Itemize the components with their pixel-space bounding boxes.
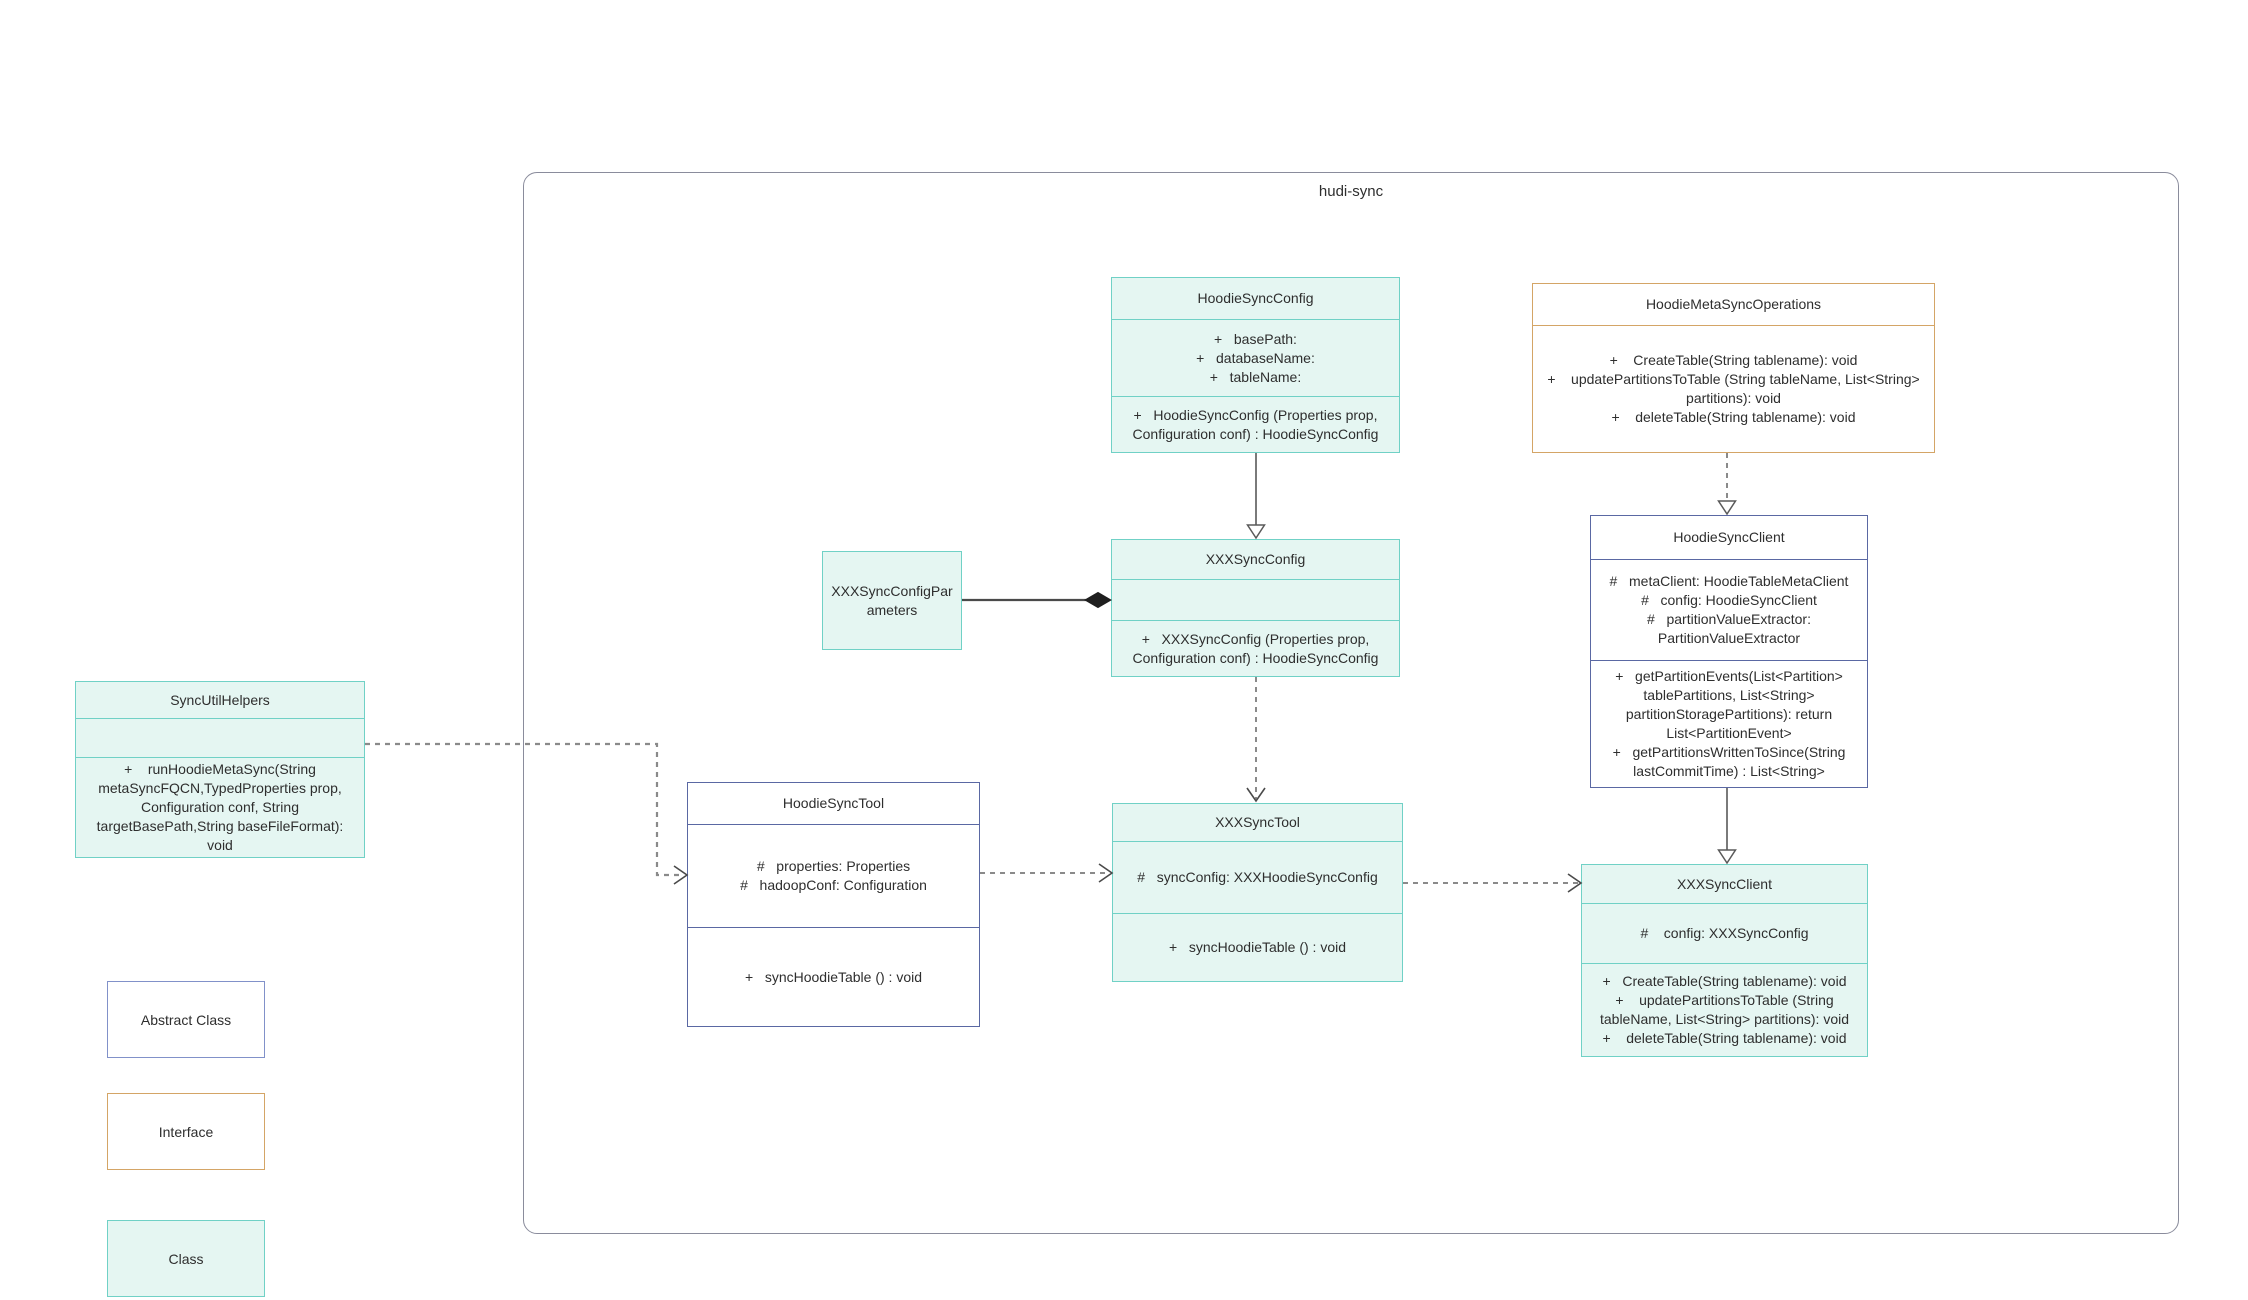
- class-attributes: # syncConfig: XXXHoodieSyncConfig: [1113, 841, 1402, 913]
- attribute-line: # hadoopConf: Configuration: [740, 877, 927, 893]
- attribute-line: # partitionValueExtractor: PartitionValu…: [1647, 611, 1815, 646]
- attribute-line: + basePath:: [1214, 330, 1297, 347]
- method-line: + syncHoodieTable () : void: [744, 968, 923, 985]
- legend-interface: Interface: [107, 1093, 265, 1170]
- method-line: + deleteTable(String tablename): void: [1611, 409, 1856, 425]
- class-title: XXXSyncTool: [1215, 814, 1300, 830]
- class-attributes: + basePath: + databaseName: + tableName:: [1112, 319, 1399, 396]
- class-title: SyncUtilHelpers: [170, 691, 270, 708]
- class-methods: + CreateTable(String tablename): void + …: [1582, 963, 1867, 1056]
- method-line: + updatePartitionsToTable (String tableN…: [1547, 371, 1924, 406]
- class-methods: + syncHoodieTable () : void: [1113, 913, 1402, 981]
- method-line: + deleteTable(String tablename): void: [1602, 1030, 1847, 1046]
- class-title: XXXSyncConfig: [1205, 551, 1306, 567]
- class-box-xxx-sync-tool: XXXSyncTool # syncConfig: XXXHoodieSyncC…: [1112, 803, 1403, 982]
- method-line: + getPartitionEvents(List<Partition> tab…: [1615, 668, 1847, 741]
- method-line: + updatePartitionsToTable (String tableN…: [1599, 992, 1849, 1027]
- class-methods: + syncHoodieTable () : void: [688, 927, 979, 1026]
- class-methods: + CreateTable(String tablename): void + …: [1533, 325, 1934, 452]
- class-attributes: [76, 718, 364, 757]
- class-title: XXXSyncClient: [1677, 875, 1772, 892]
- class-methods: + XXXSyncConfig (Properties prop, Config…: [1112, 620, 1399, 676]
- class-title: HoodieSyncTool: [782, 795, 885, 811]
- method-line: + runHoodieMetaSync(String metaSyncFQCN,…: [96, 761, 348, 853]
- hudi-sync-package-boundary: hudi-sync: [523, 172, 2179, 1234]
- method-line: + getPartitionsWrittenToSince(String las…: [1612, 744, 1850, 779]
- class-methods: + getPartitionEvents(List<Partition> tab…: [1591, 660, 1867, 787]
- attribute-line: # syncConfig: XXXHoodieSyncConfig: [1137, 869, 1378, 885]
- attribute-line: # properties: Properties: [756, 858, 911, 874]
- class-methods: + runHoodieMetaSync(String metaSyncFQCN,…: [76, 757, 364, 857]
- package-label: hudi-sync: [1318, 183, 1384, 200]
- class-attributes: # properties: Properties # hadoopConf: C…: [688, 824, 979, 927]
- method-line: + HoodieSyncConfig (Properties prop, Con…: [1132, 406, 1382, 442]
- attribute-line: + databaseName:: [1196, 349, 1315, 366]
- attribute-line: # config: XXXSyncConfig: [1640, 925, 1809, 941]
- class-title: HoodieMetaSyncOperations: [1645, 296, 1822, 312]
- legend-label: Abstract Class: [140, 1011, 232, 1028]
- class-box-hoodie-sync-tool: HoodieSyncTool # properties: Properties …: [687, 782, 980, 1027]
- attribute-line: + tableName:: [1209, 368, 1302, 385]
- legend-label: Class: [168, 1250, 204, 1267]
- method-line: + XXXSyncConfig (Properties prop, Config…: [1132, 630, 1379, 666]
- method-line: + syncHoodieTable () : void: [1168, 939, 1347, 955]
- attribute-line: # metaClient: HoodieTableMetaClient: [1609, 573, 1849, 589]
- class-box-hoodie-meta-sync-operations: HoodieMetaSyncOperations + CreateTable(S…: [1532, 283, 1935, 453]
- class-box-sync-util-helpers: SyncUtilHelpers + runHoodieMetaSync(Stri…: [75, 681, 365, 858]
- legend-abstract-class: Abstract Class: [107, 981, 265, 1058]
- class-title: XXXSyncConfigParameters: [831, 582, 953, 618]
- class-box-xxx-sync-client: XXXSyncClient # config: XXXSyncConfig + …: [1581, 864, 1868, 1057]
- class-title: HoodieSyncConfig: [1197, 290, 1314, 306]
- class-attributes: [1112, 579, 1399, 620]
- legend-class: Class: [107, 1220, 265, 1297]
- class-box-hoodie-sync-client: HoodieSyncClient # metaClient: HoodieTab…: [1590, 515, 1868, 788]
- class-attributes: # metaClient: HoodieTableMetaClient # co…: [1591, 559, 1867, 660]
- class-title: HoodieSyncClient: [1673, 529, 1785, 545]
- class-attributes: # config: XXXSyncConfig: [1582, 903, 1867, 963]
- legend-label: Interface: [158, 1123, 214, 1140]
- class-box-xxx-sync-config: XXXSyncConfig + XXXSyncConfig (Propertie…: [1111, 539, 1400, 677]
- class-methods: + HoodieSyncConfig (Properties prop, Con…: [1112, 396, 1399, 452]
- attribute-line: # config: HoodieSyncClient: [1641, 592, 1817, 608]
- method-line: + CreateTable(String tablename): void: [1609, 352, 1858, 368]
- class-box-xxx-sync-config-parameters: XXXSyncConfigParameters: [822, 551, 962, 650]
- class-box-hoodie-sync-config: HoodieSyncConfig + basePath: + databaseN…: [1111, 277, 1400, 453]
- method-line: + CreateTable(String tablename): void: [1602, 973, 1847, 989]
